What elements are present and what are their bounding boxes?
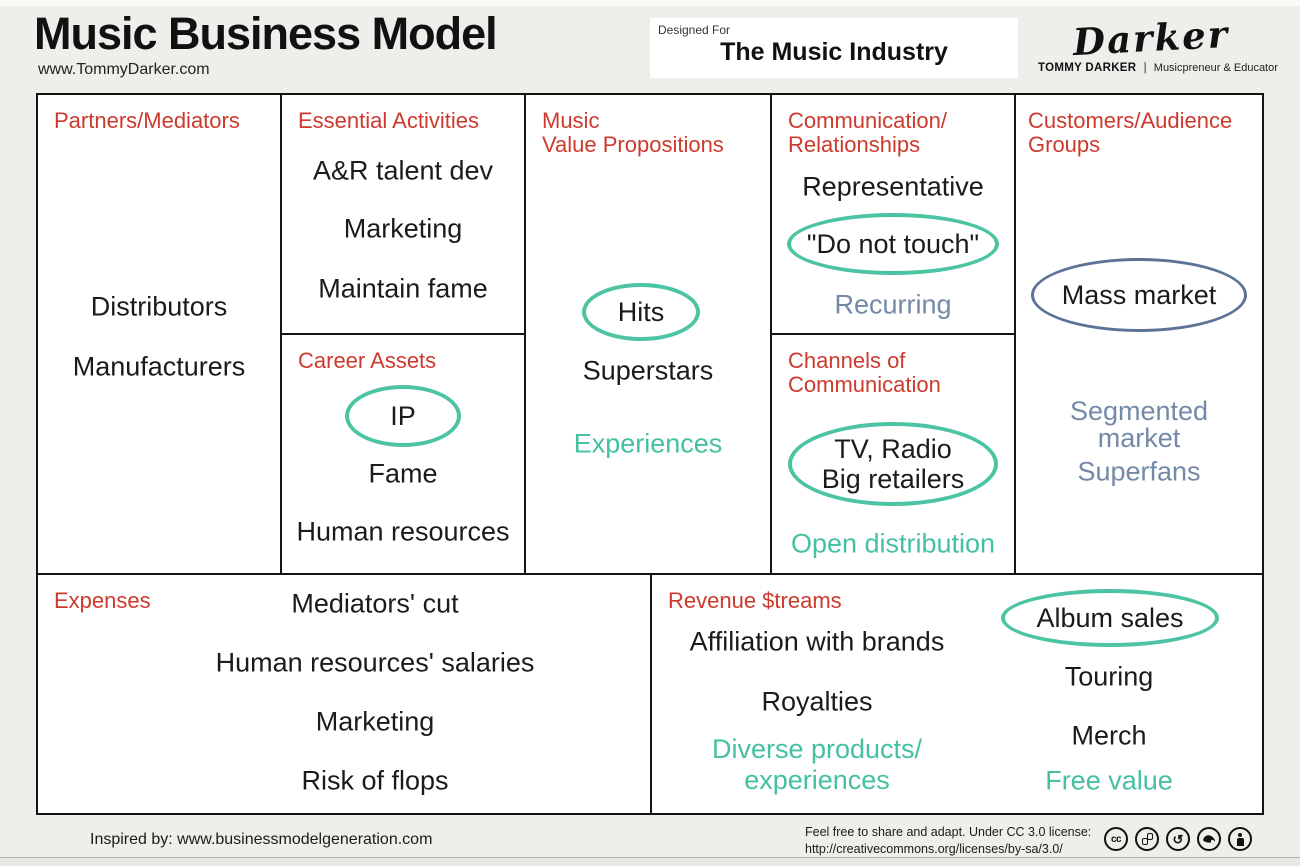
channels-circled-line2: Big retailers bbox=[821, 464, 965, 494]
customers-circled-item: Mass market bbox=[1061, 280, 1217, 310]
partners-title: Partners/Mediators bbox=[54, 108, 240, 133]
diverse-products-line2: experiences bbox=[744, 765, 890, 795]
cc-icon-label: cc bbox=[1110, 833, 1122, 845]
cell-value-propositions: Music Value Propositions Hits Superstars… bbox=[524, 93, 772, 575]
expenses-item: Marketing bbox=[315, 706, 435, 737]
license-line1: Feel free to share and adapt. Under CC 3… bbox=[805, 825, 1092, 839]
license-line2: http://creativecommons.org/licenses/by-s… bbox=[805, 842, 1063, 856]
segmented-market-line2: market bbox=[1097, 423, 1181, 453]
partners-item: Manufacturers bbox=[72, 351, 246, 382]
communication-title-line1: Communication/ bbox=[788, 108, 947, 133]
cell-channels-of-communication: Channels of Communication TV, Radio Big … bbox=[770, 333, 1016, 575]
cell-customers-audience-groups: Customers/Audience Groups Mass market Se… bbox=[1014, 93, 1264, 575]
channels-item: Open distribution bbox=[790, 528, 996, 559]
value-propositions-title-line2: Value Propositions bbox=[542, 132, 724, 157]
channels-title-line1: Channels of bbox=[788, 348, 906, 373]
revenue-item: Free value bbox=[1045, 765, 1173, 796]
communication-circled-item: "Do not touch" bbox=[806, 229, 980, 259]
career-assets-circled-item: IP bbox=[390, 401, 416, 431]
expenses-item: Human resources' salaries bbox=[215, 647, 535, 678]
inspired-by-credit: Inspired by: www.businessmodelgeneration… bbox=[90, 831, 433, 848]
share-alike-icon: ↺ bbox=[1166, 827, 1190, 851]
value-propositions-title: Music Value Propositions bbox=[542, 109, 724, 157]
do-not-touch-highlight-oval: "Do not touch" bbox=[787, 213, 999, 275]
brand-tagline: Musicpreneur & Educator bbox=[1153, 62, 1278, 74]
communication-item: Representative bbox=[802, 171, 984, 202]
designed-for-value: The Music Industry bbox=[720, 38, 948, 66]
revenue-item: Touring bbox=[1064, 661, 1154, 692]
brand-name: TOMMY DARKER bbox=[1038, 62, 1137, 74]
attribution-icon-glyph bbox=[1235, 832, 1245, 846]
expenses-item: Mediators' cut bbox=[291, 588, 459, 619]
communication-title-line2: Relationships bbox=[788, 132, 921, 157]
author-website: www.TommyDarker.com bbox=[38, 61, 210, 78]
cc-icon: cc bbox=[1104, 827, 1128, 851]
attribution-icon bbox=[1228, 827, 1252, 851]
revenue-item: Diverse products/ experiences bbox=[652, 734, 982, 796]
customers-title-line1: Customers/Audience bbox=[1028, 108, 1233, 133]
communication-item: Recurring bbox=[834, 289, 952, 320]
bird-icon-glyph bbox=[1203, 834, 1215, 843]
revenue-circled-item: Album sales bbox=[1036, 603, 1184, 633]
value-propositions-title-line1: Music bbox=[542, 108, 600, 133]
career-assets-title: Career Assets bbox=[298, 348, 437, 373]
revenue-item: Affiliation with brands bbox=[689, 626, 945, 657]
value-propositions-circled-item: Hits bbox=[617, 297, 665, 327]
cell-essential-activities: Essential Activities A&R talent dev Mark… bbox=[280, 93, 526, 335]
customers-item: Superfans bbox=[1077, 456, 1201, 487]
cell-partners-mediators: Partners/Mediators Distributors Manufact… bbox=[36, 93, 282, 575]
designed-for-label: Designed For bbox=[658, 23, 731, 37]
bird-icon bbox=[1197, 827, 1221, 851]
album-sales-highlight-oval: Album sales bbox=[1001, 589, 1219, 647]
revenue-item: Merch bbox=[1071, 720, 1147, 751]
share-alike-icon-glyph: ↺ bbox=[1172, 831, 1184, 847]
license-text: Feel free to share and adapt. Under CC 3… bbox=[805, 824, 1091, 858]
customers-item: Segmented market bbox=[1016, 398, 1262, 452]
value-propositions-item: Superstars bbox=[582, 355, 714, 386]
ip-highlight-oval: IP bbox=[345, 385, 461, 447]
channels-title-line2: Communication bbox=[788, 372, 941, 397]
channels-title: Channels of Communication bbox=[788, 349, 941, 397]
segmented-market-line1: Segmented bbox=[1069, 396, 1209, 426]
brand-separator: | bbox=[1143, 62, 1147, 74]
brand-byline: TOMMY DARKER | Musicpreneur & Educator bbox=[1038, 62, 1278, 74]
page-top-edge bbox=[0, 0, 1300, 6]
page-title: Music Business Model bbox=[34, 8, 498, 59]
cell-expenses: Expenses Mediators' cut Human resources'… bbox=[36, 573, 652, 815]
customers-title-line2: Groups bbox=[1028, 132, 1101, 157]
business-model-canvas: Partners/Mediators Distributors Manufact… bbox=[36, 93, 1264, 815]
career-assets-item: Fame bbox=[368, 458, 438, 489]
page-bottom-edge bbox=[0, 857, 1300, 866]
career-assets-item: Human resources bbox=[296, 516, 510, 547]
value-propositions-item: Experiences bbox=[573, 428, 723, 459]
cell-career-assets: Career Assets IP Fame Human resources bbox=[280, 333, 526, 575]
cell-revenue-streams: Revenue $treams Affiliation with brands … bbox=[650, 573, 1264, 815]
mass-market-highlight-oval: Mass market bbox=[1031, 258, 1247, 332]
copy-icon bbox=[1135, 827, 1159, 851]
tv-radio-highlight-oval: TV, Radio Big retailers bbox=[788, 422, 998, 506]
partners-item: Distributors bbox=[90, 291, 228, 322]
cc-license-badges: cc ↺ bbox=[1104, 827, 1252, 851]
hits-highlight-oval: Hits bbox=[582, 283, 700, 341]
darker-logo: Darker bbox=[1071, 11, 1231, 65]
essential-activities-item: Marketing bbox=[343, 213, 463, 244]
essential-activities-title: Essential Activities bbox=[298, 108, 479, 133]
copy-icon-glyph bbox=[1141, 833, 1153, 845]
essential-activities-item: A&R talent dev bbox=[312, 155, 494, 186]
expenses-item: Risk of flops bbox=[301, 765, 449, 796]
channels-circled-line1: TV, Radio bbox=[834, 434, 952, 464]
cell-communication-relationships: Communication/ Relationships Representat… bbox=[770, 93, 1016, 335]
diverse-products-line1: Diverse products/ bbox=[711, 734, 923, 764]
designed-for-box: Designed For The Music Industry bbox=[650, 18, 1018, 78]
essential-activities-item: Maintain fame bbox=[318, 273, 488, 304]
revenue-title: Revenue $treams bbox=[668, 588, 842, 613]
expenses-title: Expenses bbox=[54, 588, 151, 613]
revenue-item: Royalties bbox=[761, 686, 873, 717]
customers-title: Customers/Audience Groups bbox=[1028, 109, 1232, 157]
communication-title: Communication/ Relationships bbox=[788, 109, 947, 157]
